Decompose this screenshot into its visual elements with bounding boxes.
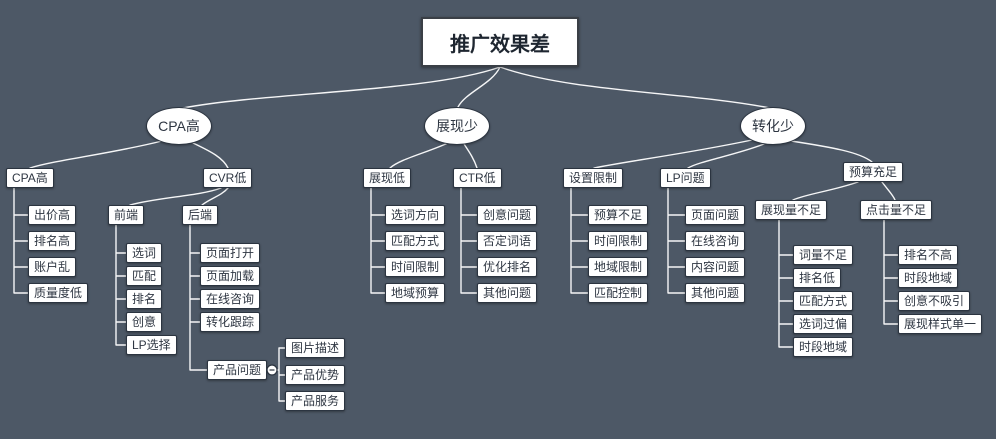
node-product-service[interactable]: 产品服务 (285, 391, 346, 411)
node-other-issues-ctr[interactable]: 其他问题 (477, 283, 538, 303)
node-time-region-clicks[interactable]: 时段地域 (898, 268, 959, 288)
node-cpa-high[interactable]: CPA高 (6, 168, 54, 188)
node-back-end[interactable]: 后端 (182, 205, 219, 225)
node-match-method[interactable]: 匹配方式 (385, 231, 446, 251)
node-time-limit[interactable]: 时间限制 (385, 257, 446, 277)
node-content-issue[interactable]: 内容问题 (685, 257, 746, 277)
node-ctr-low[interactable]: CTR低 (453, 168, 502, 188)
node-match-method-imp[interactable]: 匹配方式 (793, 291, 854, 311)
node-optimize-ranking[interactable]: 优化排名 (477, 257, 538, 277)
node-front-end[interactable]: 前端 (108, 205, 145, 225)
node-rank-not-high[interactable]: 排名不高 (898, 245, 959, 265)
node-matching[interactable]: 匹配 (126, 266, 163, 286)
node-bid-high[interactable]: 出价高 (28, 205, 77, 225)
node-negative-words[interactable]: 否定词语 (477, 231, 538, 251)
node-impression-low[interactable]: 展现低 (363, 168, 412, 188)
node-product-advantage[interactable]: 产品优势 (285, 365, 346, 385)
node-display-style-single[interactable]: 展现样式单一 (898, 314, 983, 334)
node-online-consult[interactable]: 在线咨询 (200, 289, 261, 309)
node-word-direction[interactable]: 选词方向 (385, 205, 446, 225)
node-creative-unattractive[interactable]: 创意不吸引 (898, 291, 971, 311)
branch-conversions-few[interactable]: 转化少 (740, 107, 806, 145)
node-page-load[interactable]: 页面加载 (200, 266, 261, 286)
node-impressions-insufficient[interactable]: 展现量不足 (755, 200, 828, 220)
node-product-issue[interactable]: 产品问题 (207, 360, 268, 380)
node-lp-issue[interactable]: LP问题 (660, 168, 711, 188)
node-time-region-imp[interactable]: 时段地域 (793, 337, 854, 357)
collapse-icon[interactable] (266, 364, 278, 376)
branch-cpa-high[interactable]: CPA高 (146, 107, 212, 145)
node-clicks-insufficient[interactable]: 点击量不足 (860, 200, 933, 220)
branch-impressions-few[interactable]: 展现少 (424, 107, 490, 145)
node-creative-issue[interactable]: 创意问题 (477, 205, 538, 225)
node-account-messy[interactable]: 账户乱 (28, 257, 77, 277)
node-cvr-low[interactable]: CVR低 (203, 168, 253, 188)
node-region-budget[interactable]: 地域预算 (385, 283, 446, 303)
node-region-limit[interactable]: 地域限制 (588, 257, 649, 277)
node-budget-insufficient[interactable]: 预算不足 (588, 205, 649, 225)
node-online-consult-lp[interactable]: 在线咨询 (685, 231, 746, 251)
node-quality-low[interactable]: 质量度低 (28, 283, 89, 303)
node-other-issues-lp[interactable]: 其他问题 (685, 283, 746, 303)
node-page-open[interactable]: 页面打开 (200, 243, 261, 263)
node-rank-low[interactable]: 排名低 (793, 268, 842, 288)
node-match-control[interactable]: 匹配控制 (588, 283, 649, 303)
node-time-limit-settings[interactable]: 时间限制 (588, 231, 649, 251)
node-settings-limit[interactable]: 设置限制 (563, 168, 624, 188)
node-ranking[interactable]: 排名 (126, 289, 163, 309)
root-node[interactable]: 推广效果差 (421, 17, 579, 67)
node-page-issue[interactable]: 页面问题 (685, 205, 746, 225)
node-conversion-tracking[interactable]: 转化跟踪 (200, 312, 261, 332)
node-word-selection-biased[interactable]: 选词过偏 (793, 314, 854, 334)
node-budget-sufficient[interactable]: 预算充足 (843, 162, 904, 182)
node-word-count-low[interactable]: 词量不足 (793, 245, 854, 265)
node-image-description[interactable]: 图片描述 (285, 338, 346, 358)
node-word-selection[interactable]: 选词 (126, 243, 163, 263)
node-lp-selection[interactable]: LP选择 (126, 335, 177, 355)
node-rank-high[interactable]: 排名高 (28, 231, 77, 251)
node-creative[interactable]: 创意 (126, 312, 163, 332)
